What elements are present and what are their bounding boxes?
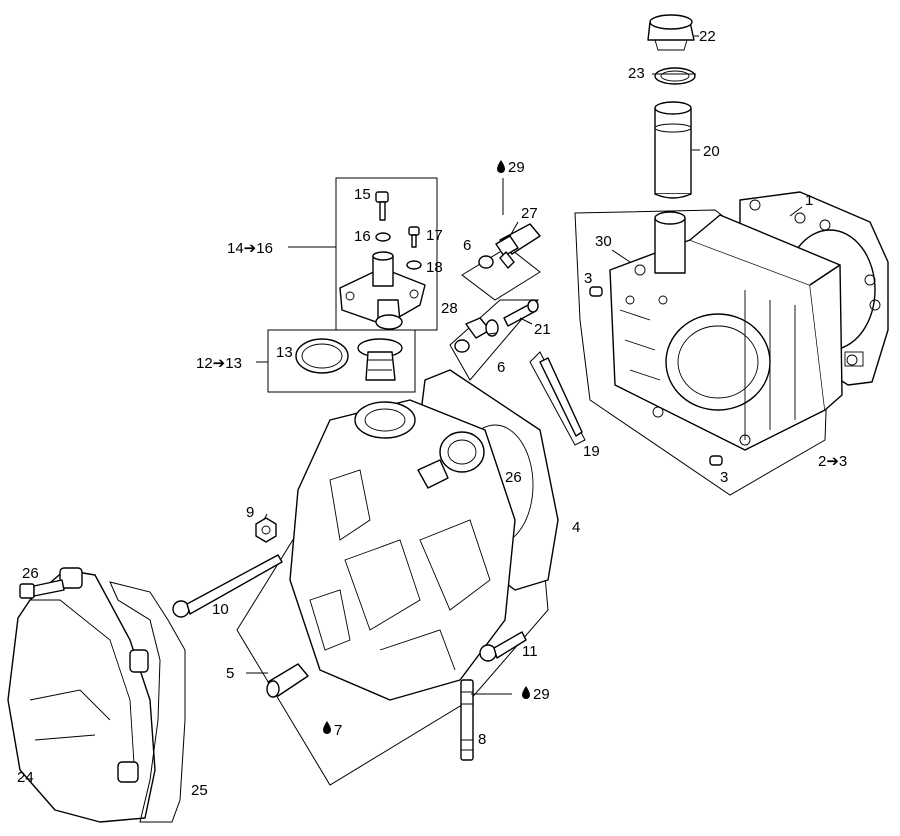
callout-27: 27 [521,205,538,222]
callout-7: 7 [334,722,342,739]
cylinder-head-part [289,399,516,701]
nut-part [255,517,277,543]
callout-22: 22 [699,28,716,45]
callout-26a: 26 [505,469,522,486]
callout-12-13: 12➔13 [196,355,242,372]
sensor-group-outline [461,246,541,301]
thermostat-o-ring-part [295,338,349,374]
thermostat-housing-part [339,251,426,330]
callout-9: 9 [246,504,254,521]
callout-29b: 29 [533,686,550,703]
small-washer-part [406,260,422,270]
callout-10: 10 [212,601,229,618]
callout-19: 19 [583,443,600,460]
bolt-group-outline [449,299,540,381]
long-bolt-part [172,554,283,618]
callout-8: 8 [478,731,486,748]
thermostat-housing-box [335,177,438,331]
oil-drop-icon [497,160,505,173]
callout-3b: 3 [720,469,728,486]
housing-screw-part [375,191,389,221]
leader-lines [246,35,803,695]
cap-part [647,14,695,51]
callout-16: 16 [354,228,371,245]
callout-30: 30 [595,233,612,250]
callout-29a: 29 [508,159,525,176]
thermostat-part [357,338,403,381]
callout-14-16: 14➔16 [227,240,273,257]
callout-17: 17 [426,227,443,244]
cover-bolt-part [19,579,65,599]
sleeve-part [654,101,692,199]
callout-2-3: 2➔3 [818,453,847,470]
clip-part [539,357,583,437]
dowel-pin-part [589,286,723,466]
cylinder-part [609,211,843,451]
callout-5: 5 [226,665,234,682]
clip-group-outline [529,351,586,446]
callout-4: 4 [572,519,580,536]
cover-gasket-part [109,581,186,823]
callout-13: 13 [276,344,293,361]
callout-20: 20 [703,143,720,160]
thermostat-box [267,329,416,393]
callout-23: 23 [628,65,645,82]
callout-6b: 6 [497,359,505,376]
washer-part [375,232,391,242]
o-ring-part [654,67,696,85]
small-screw-part [408,226,420,248]
callout-28: 28 [441,300,458,317]
fitting-part [503,299,539,327]
callout-24: 24 [17,769,34,786]
temperature-sensor-part [495,223,541,269]
callout-25: 25 [191,782,208,799]
callout-18: 18 [426,259,443,276]
callout-6a: 6 [463,237,471,254]
callout-15: 15 [354,186,371,203]
short-bolt-part [479,631,527,662]
callout-26b: 26 [22,565,39,582]
oil-drop-icon [522,686,530,699]
banjo-bolt-part [454,317,499,353]
callout-3a: 3 [584,270,592,287]
oil-drop-icon [323,721,331,734]
stud-part [460,679,474,761]
valve-guide-part [266,663,309,698]
callout-21: 21 [534,321,551,338]
callout-1: 1 [805,192,813,209]
valve-cover-part [7,567,156,823]
callout-11: 11 [522,643,538,660]
sensor-washer-part [478,255,494,269]
